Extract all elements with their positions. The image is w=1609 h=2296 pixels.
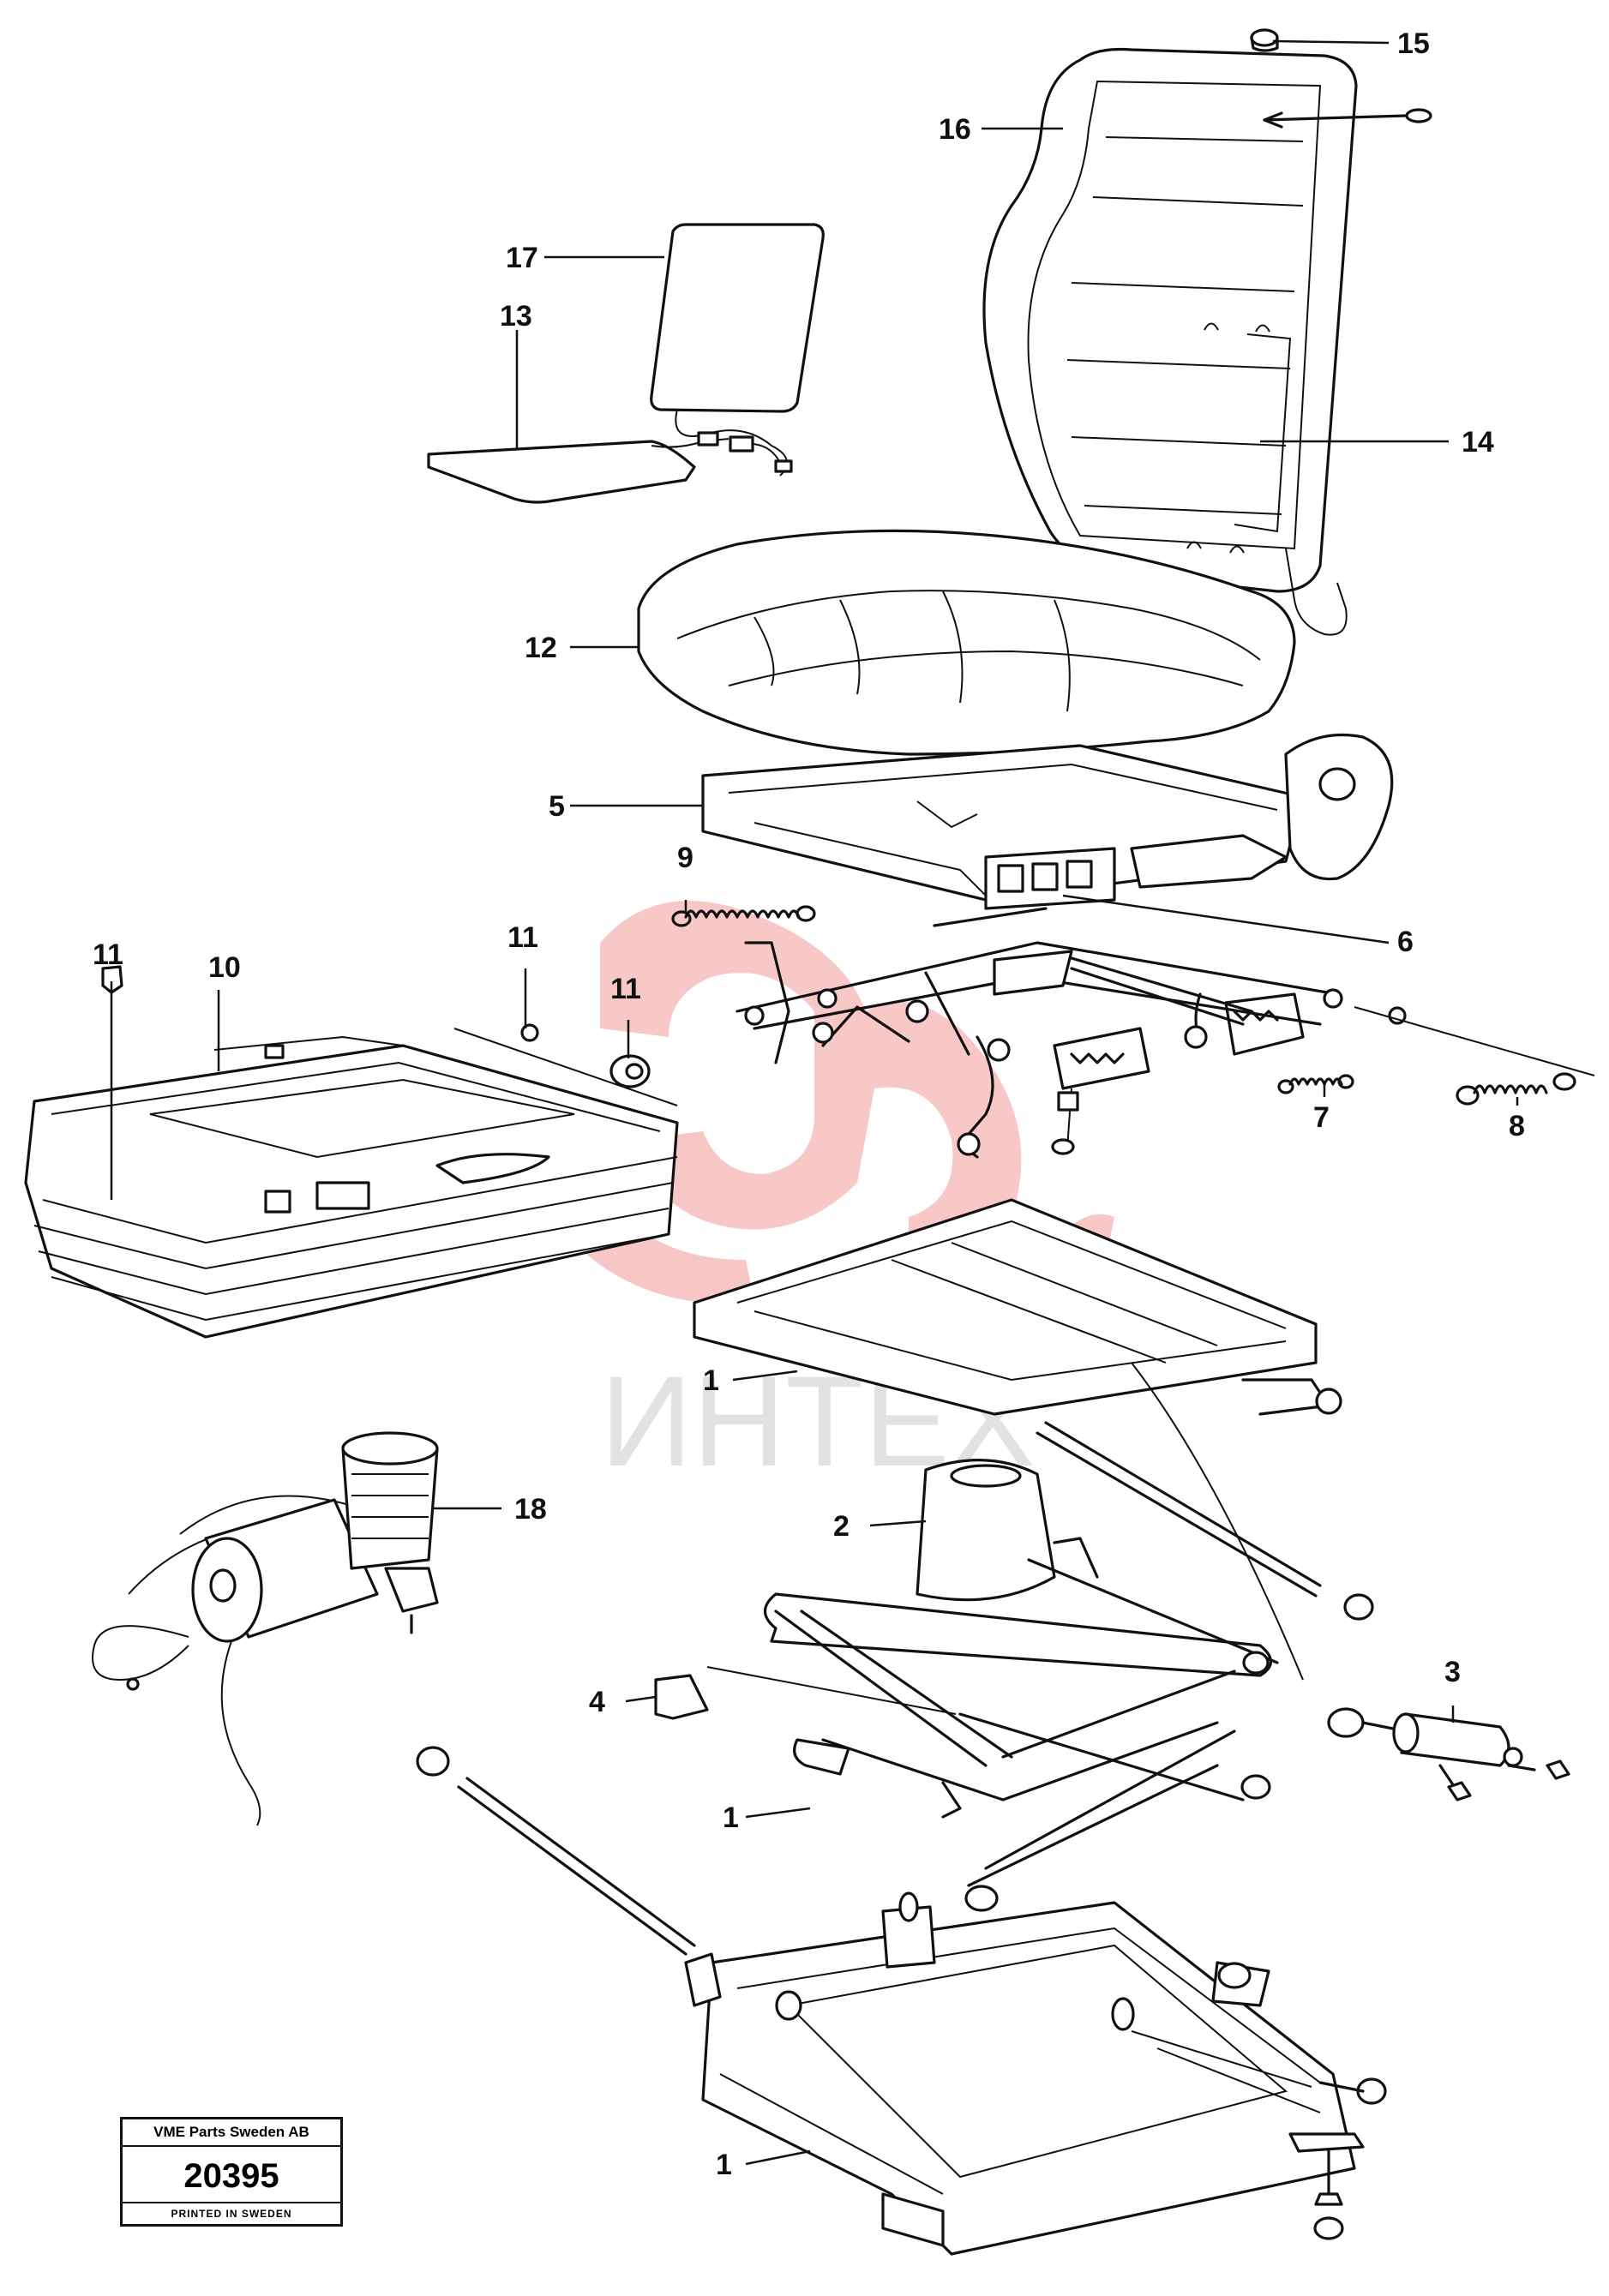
clip-part-11-ring xyxy=(609,1054,651,1088)
mid-frame-part-1 xyxy=(693,1088,1342,1416)
rod-part-upper xyxy=(1036,1421,1374,1621)
callout-1-scissor: 1 xyxy=(723,1801,739,1834)
upper-frame-part-5 xyxy=(701,733,1394,910)
knob-part-15 xyxy=(1250,28,1279,52)
gas-spring-part-3 xyxy=(1327,1707,1570,1801)
heater-pad-part-13 xyxy=(427,431,793,504)
damper-part-2 xyxy=(916,1459,1056,1602)
callout-4: 4 xyxy=(589,1686,605,1718)
callout-15: 15 xyxy=(1397,27,1430,60)
title-block-drawing-number: 20395 xyxy=(183,2157,279,2195)
backrest-clips xyxy=(1186,322,1270,554)
callout-3: 3 xyxy=(1444,1656,1461,1688)
callout-12: 12 xyxy=(525,632,557,664)
spring-part-7 xyxy=(1277,1074,1354,1094)
spring-part-9 xyxy=(671,905,816,927)
callout-6: 6 xyxy=(1397,926,1414,958)
bellows-cover-part-10 xyxy=(24,1028,679,1339)
callout-11-ring: 11 xyxy=(610,973,641,1005)
callout-numbers: 15 16 17 13 14 12 5 9 6 11 10 11 11 7 8 … xyxy=(93,27,1525,2181)
callout-17: 17 xyxy=(506,242,538,274)
callout-14: 14 xyxy=(1462,426,1494,459)
callout-10: 10 xyxy=(208,951,241,984)
callout-18: 18 xyxy=(514,1493,547,1526)
callout-8: 8 xyxy=(1509,1110,1525,1142)
title-block: VME Parts Sweden AB 20395 PRINTED IN SWE… xyxy=(120,2117,343,2227)
callout-5: 5 xyxy=(549,790,565,823)
scissor-part-1 xyxy=(763,1362,1304,1912)
callout-2: 2 xyxy=(833,1510,850,1543)
callout-16: 16 xyxy=(939,113,971,146)
spring-part-8 xyxy=(1354,1006,1595,1106)
rod-part-lower xyxy=(416,1746,696,1956)
title-block-printed: PRINTED IN SWEDEN xyxy=(123,2202,340,2224)
callout-7: 7 xyxy=(1313,1101,1330,1134)
backrest-part-16 xyxy=(982,47,1358,636)
adjuster-pin-part xyxy=(1263,108,1432,129)
callout-1-mid: 1 xyxy=(703,1364,719,1397)
leader-lines xyxy=(110,39,1519,2166)
callout-11-left: 11 xyxy=(93,938,123,971)
slide-mechanism xyxy=(735,907,1407,1159)
callout-9: 9 xyxy=(677,842,693,874)
clip-part-11-mid xyxy=(520,1023,539,1042)
heater-pad-part-17 xyxy=(650,223,825,477)
base-frame-part-1 xyxy=(684,1891,1387,2256)
bracket-part-4 xyxy=(654,1666,957,1720)
cushion-part-12 xyxy=(637,529,1296,756)
compressor-part-18 xyxy=(92,1431,439,1826)
clip-part-11-left xyxy=(101,965,123,994)
callout-1-base: 1 xyxy=(716,2149,732,2181)
title-block-company: VME Parts Sweden AB xyxy=(123,2119,340,2147)
callout-13: 13 xyxy=(500,300,532,333)
callout-11-mid: 11 xyxy=(507,921,538,954)
